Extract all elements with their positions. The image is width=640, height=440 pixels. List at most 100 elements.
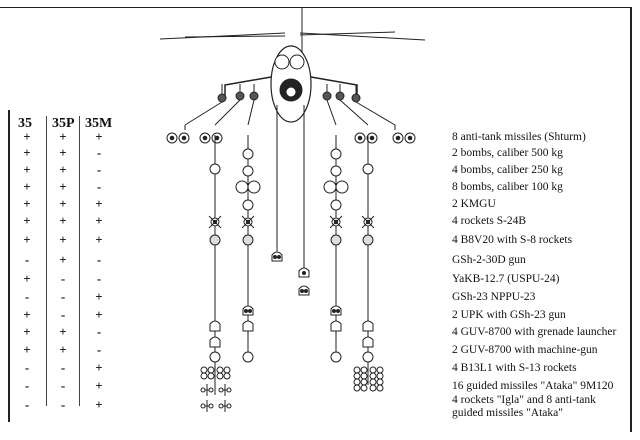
ataka-missile-icon bbox=[360, 378, 368, 386]
pylon-line bbox=[326, 99, 337, 126]
igla-tube bbox=[226, 403, 232, 409]
weapon-label: 4 rockets S-24B bbox=[452, 215, 527, 227]
ataka-missile-icon bbox=[200, 372, 208, 380]
pylon-line bbox=[355, 101, 396, 126]
rotor-blade-icon bbox=[159, 32, 286, 40]
pylon-line bbox=[214, 99, 241, 126]
guv-grenade-launcher-icon bbox=[242, 320, 254, 332]
table-cell: + bbox=[95, 307, 103, 322]
table-cell: + bbox=[23, 145, 31, 160]
table-cell: + bbox=[59, 213, 67, 228]
ataka-missile-icon bbox=[369, 384, 377, 392]
weapon-label: 4 bombs, caliber 250 kg bbox=[452, 164, 563, 176]
missile-center bbox=[202, 135, 208, 141]
ataka-missile-icon bbox=[353, 372, 361, 380]
b8v20-pod-icon bbox=[362, 234, 374, 246]
igla-tube bbox=[208, 403, 214, 409]
table-cell: + bbox=[59, 162, 67, 177]
bomb-100-pair-icon bbox=[335, 180, 349, 194]
table-cell: - bbox=[60, 307, 66, 322]
table-cell: + bbox=[59, 145, 67, 160]
bomb-100-pair-icon bbox=[323, 180, 337, 194]
ataka-missile-icon bbox=[353, 378, 361, 386]
ataka-missile-icon bbox=[207, 372, 215, 380]
ataka-missile-icon bbox=[353, 384, 361, 392]
igla-tube bbox=[218, 403, 224, 409]
table-cell: - bbox=[96, 324, 102, 339]
table-cell: - bbox=[24, 378, 30, 393]
kmgu-icon bbox=[242, 199, 254, 211]
header-35m: 35M bbox=[85, 116, 113, 131]
bomb-250-icon bbox=[242, 165, 254, 177]
missile-center bbox=[395, 135, 401, 141]
gun-barrel bbox=[244, 309, 248, 313]
missile-center bbox=[357, 135, 363, 141]
gun-barrel bbox=[302, 271, 306, 275]
rocket-fin bbox=[329, 215, 343, 229]
table-cell: - bbox=[24, 289, 30, 304]
table-cell: + bbox=[23, 129, 31, 144]
ataka-missile-icon bbox=[376, 384, 384, 392]
frame-left-line bbox=[8, 110, 10, 422]
table-cell: + bbox=[95, 196, 103, 211]
table-cell: - bbox=[60, 271, 66, 286]
gun-barrel bbox=[248, 309, 252, 313]
igla-tube bbox=[208, 387, 214, 393]
ataka-missile-icon bbox=[216, 372, 224, 380]
guv-machine-gun-icon bbox=[362, 336, 374, 348]
bomb-100-pair-icon bbox=[235, 180, 249, 194]
weapon-label: 4 B8V20 with S-8 rockets bbox=[452, 234, 573, 246]
table-cell: - bbox=[96, 145, 102, 160]
gun-barrel bbox=[304, 289, 308, 293]
table-cell: + bbox=[95, 397, 103, 412]
table-cell: - bbox=[24, 397, 30, 412]
gun-barrel bbox=[277, 255, 281, 259]
cockpit-window-icon bbox=[289, 54, 305, 70]
bomb-250-icon bbox=[330, 165, 342, 177]
rocket-fin bbox=[241, 215, 255, 229]
cockpit-window-icon bbox=[274, 54, 290, 70]
ataka-missile-icon bbox=[360, 384, 368, 392]
bomb-100-pair-icon bbox=[247, 180, 261, 194]
igla-tube bbox=[200, 387, 206, 393]
weapon-label: 4 GUV-8700 with grenade launcher bbox=[452, 326, 617, 338]
table-cell: + bbox=[95, 129, 103, 144]
table-cell: + bbox=[59, 232, 67, 247]
table-cell: - bbox=[24, 360, 30, 375]
b8v20-pod-icon bbox=[242, 234, 254, 246]
missile-center bbox=[169, 135, 175, 141]
gun-barrel bbox=[336, 309, 340, 313]
table-cell: + bbox=[23, 307, 31, 322]
igla-tube bbox=[226, 387, 232, 393]
rocket-fin bbox=[208, 215, 222, 229]
ataka-missile-icon bbox=[369, 366, 377, 374]
ataka-missile-icon bbox=[353, 366, 361, 374]
ataka-missile-icon bbox=[376, 372, 384, 380]
bomb-250-icon bbox=[330, 148, 342, 160]
ataka-missile-icon bbox=[223, 366, 231, 374]
b8v20-pod-icon bbox=[209, 234, 221, 246]
column-divider bbox=[79, 116, 80, 406]
weapon-label: 2 bombs, caliber 500 kg bbox=[452, 147, 563, 159]
ataka-missile-icon bbox=[369, 372, 377, 380]
ataka-missile-icon bbox=[200, 366, 208, 374]
table-cell: + bbox=[23, 213, 31, 228]
table-cell: + bbox=[95, 213, 103, 228]
table-cell: + bbox=[59, 196, 67, 211]
column-divider bbox=[46, 116, 47, 406]
frame-top-line bbox=[0, 7, 632, 8]
stub-wing-icon bbox=[224, 76, 358, 97]
table-cell: - bbox=[96, 179, 102, 194]
table-cell: + bbox=[95, 289, 103, 304]
table-cell: - bbox=[96, 342, 102, 357]
header-35p: 35P bbox=[52, 116, 75, 131]
missile-center bbox=[181, 135, 187, 141]
table-cell: + bbox=[23, 324, 31, 339]
table-cell: + bbox=[59, 324, 67, 339]
ataka-missile-icon bbox=[223, 372, 231, 380]
igla-tube bbox=[218, 387, 224, 393]
igla-tube bbox=[200, 403, 206, 409]
ataka-missile-icon bbox=[216, 366, 224, 374]
